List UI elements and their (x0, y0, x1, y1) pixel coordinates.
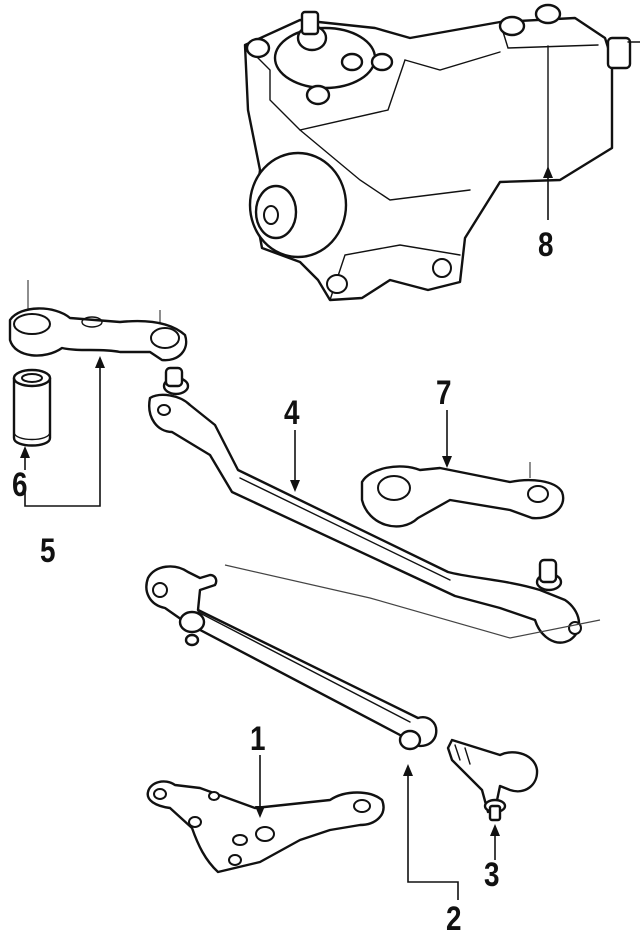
idler-arm-bracket (146, 780, 385, 874)
leader-lines (20, 166, 553, 900)
callout-5: 5 (40, 532, 56, 570)
pitman-arm-bushing (12, 368, 52, 447)
idler-arm (360, 462, 565, 528)
callout-6: 6 (12, 466, 28, 504)
pitman-arm-assembly (8, 280, 188, 362)
tie-rod-end (446, 738, 539, 822)
callout-7: 7 (436, 374, 452, 412)
center-link (148, 366, 582, 644)
callout-3: 3 (484, 856, 500, 894)
callout-1: 1 (250, 720, 266, 758)
steering-gear-box (243, 3, 640, 302)
callout-4: 4 (284, 394, 300, 432)
tie-rod (145, 565, 438, 751)
callout-2: 2 (446, 900, 462, 938)
callout-8: 8 (538, 226, 554, 264)
